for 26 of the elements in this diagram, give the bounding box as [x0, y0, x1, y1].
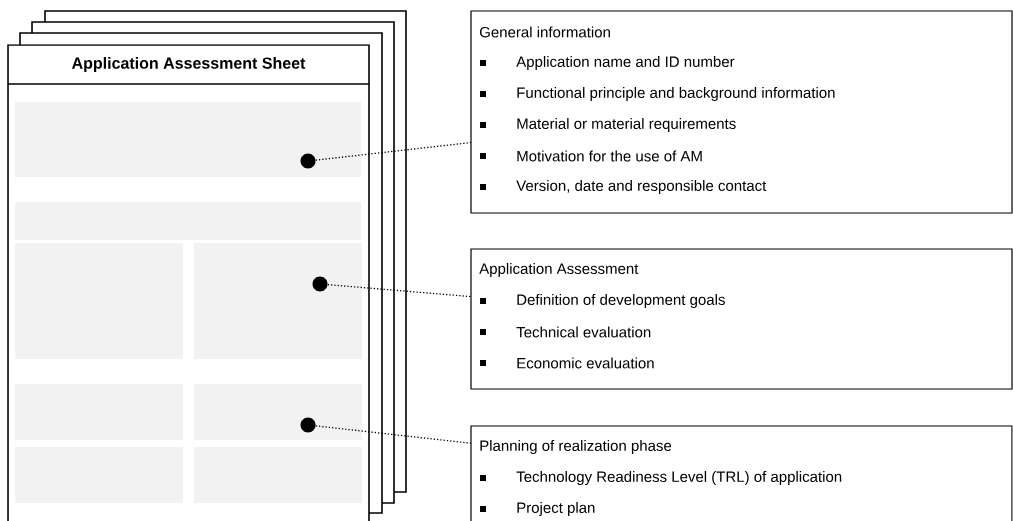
leader-line	[315, 425, 472, 444]
info-box	[470, 10, 1013, 214]
bullet-item: Application name and ID number	[516, 56, 735, 70]
info-box	[470, 248, 1013, 390]
section-block	[15, 102, 361, 177]
sheet-title: Application Assessment Sheet	[72, 57, 306, 72]
bullet-item: Project plan	[517, 502, 595, 516]
bullet-item: Version, date and responsible contact	[516, 180, 767, 194]
box-heading: Planning of realization phase	[480, 440, 672, 454]
bullet-item: Technical evaluation	[516, 326, 651, 338]
info-box	[470, 425, 1013, 521]
bullet-item: Functional principle and background information	[517, 87, 835, 101]
marker-dot	[300, 417, 316, 433]
marker-dot	[300, 153, 316, 169]
leader-line	[327, 284, 472, 298]
leader-line	[315, 141, 472, 161]
bullet-item: Technology Readiness Level (TRL) of application	[516, 471, 842, 485]
bullet-item: Definition of development goals	[517, 294, 725, 308]
box-heading: Application Assessment	[479, 263, 639, 277]
bullet-item: Motivation for the use of AM	[517, 150, 702, 162]
section-block	[194, 243, 362, 359]
marker-dot	[312, 276, 328, 292]
bullet-item: Economic evaluation	[517, 357, 654, 369]
box-heading: General information	[479, 26, 610, 38]
section-block	[194, 384, 362, 440]
bullet-item: Material or material requirements	[517, 118, 736, 132]
